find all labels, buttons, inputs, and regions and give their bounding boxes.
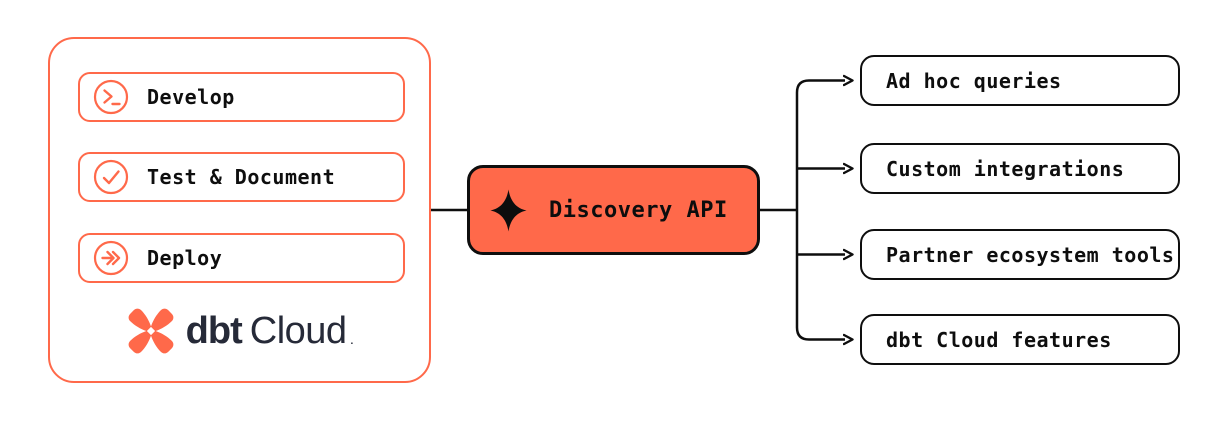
consumer-label: Custom integrations <box>886 156 1125 181</box>
discovery-api-label: Discovery API <box>549 197 728 223</box>
checkmark-circle-icon <box>93 159 129 195</box>
connector-branch-dbt-cloud-features <box>795 210 845 340</box>
stage-test-and-document: Test & Document <box>78 152 405 202</box>
consumer-dbt-cloud-features: dbt Cloud features <box>860 314 1180 365</box>
dbt-cloud-panel: Develop Test & Document Deploy <box>48 37 431 383</box>
fast-forward-arrow-icon <box>93 240 129 276</box>
stage-label: Deploy <box>147 246 223 270</box>
trademark-dot: . <box>350 336 354 347</box>
consumer-label: Ad hoc queries <box>886 68 1062 93</box>
dbt-cloud-wordmark: dbt Cloud . <box>186 312 354 350</box>
dbt-cloud-logo: dbt Cloud . <box>50 303 429 359</box>
consumer-partner-ecosystem-tools: Partner ecosystem tools <box>860 229 1180 280</box>
terminal-prompt-icon <box>93 79 129 115</box>
logo-text-dbt: dbt <box>185 310 243 352</box>
consumer-label: dbt Cloud features <box>886 327 1112 352</box>
consumer-ad-hoc-queries: Ad hoc queries <box>860 55 1180 106</box>
dbt-pinwheel-icon <box>128 308 174 354</box>
sparkle-diamond-icon <box>490 189 527 231</box>
stage-develop: Develop <box>78 72 405 122</box>
consumer-custom-integrations: Custom integrations <box>860 143 1180 194</box>
consumer-label: Partner ecosystem tools <box>886 242 1175 267</box>
logo-text-cloud: Cloud <box>249 310 347 352</box>
connector-branch-ad-hoc-queries <box>795 81 845 210</box>
stage-deploy: Deploy <box>78 233 405 283</box>
stage-label: Test & Document <box>147 165 336 189</box>
stage-label: Develop <box>147 85 235 109</box>
discovery-api-node: Discovery API <box>467 165 760 255</box>
